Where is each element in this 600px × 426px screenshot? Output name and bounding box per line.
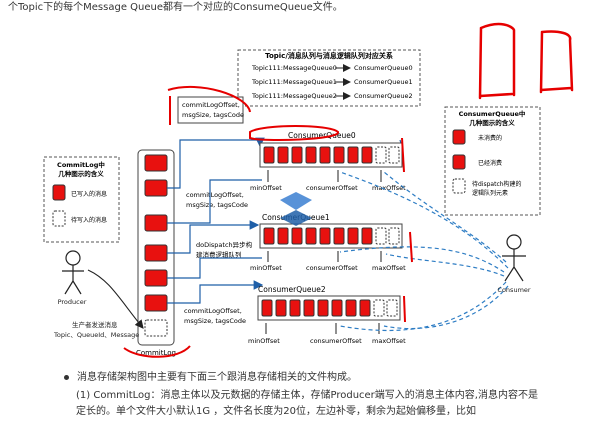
legend-title: 几种图示的含义 bbox=[58, 169, 104, 178]
commitlog-label: CommitLog bbox=[136, 349, 176, 357]
consumer-label: Consumer bbox=[497, 286, 530, 294]
commitlog-legend: CommitLog中 几种图示的含义 已写入的消息 待写入的消息 bbox=[43, 156, 120, 243]
bullet-dot bbox=[64, 374, 69, 380]
queue-title: ConsumerQueue2 bbox=[258, 285, 326, 294]
mapping-box-title: Topic/消息队列与消息逻辑队列对应关系 bbox=[265, 51, 393, 60]
offset-entry-label-3: commitLogOffset, msgSize, tagsCode bbox=[184, 307, 246, 325]
svg-text:doDispatch异步构: doDispatch异步构 bbox=[196, 240, 253, 249]
storage-architecture-diagram: Topic/消息队列与消息逻辑队列对应关系 Topic111:MessageQu… bbox=[43, 22, 574, 358]
consumequeue-0: ConsumerQueue0 minOffset consumerOffset … bbox=[249, 125, 406, 192]
consumer-offset-label: consumerOffset bbox=[310, 337, 362, 345]
producer-send-arrow: 生产者发送消息 Topic、QueueId、Message bbox=[53, 269, 144, 339]
legend-pending-label: 逻辑队列元素 bbox=[472, 189, 508, 197]
doc-paragraph: (1) CommitLog：消息主体以及元数据的存储主体，存储Producer端… bbox=[76, 390, 538, 401]
consumer-pull-curves bbox=[339, 171, 509, 332]
commitlog-column: CommitLog bbox=[123, 149, 191, 358]
svg-text:生产者发送消息: 生产者发送消息 bbox=[72, 320, 118, 329]
svg-text:msgSize, tagsCode: msgSize, tagsCode bbox=[186, 201, 248, 209]
legend-pending-label: 待dispatch构建的 bbox=[472, 180, 522, 188]
legend-written-label: 已写入的消息 bbox=[71, 190, 107, 198]
consumer-offset-label: consumerOffset bbox=[306, 184, 358, 192]
consumer-figure: Consumer bbox=[497, 234, 531, 294]
producer-figure: Producer bbox=[58, 250, 87, 306]
svg-text:commitLogOffset,: commitLogOffset, bbox=[184, 307, 242, 315]
svg-text:commitLogOffset,: commitLogOffset, bbox=[186, 191, 244, 199]
mapping-row-right: ConsumerQueue1 bbox=[354, 78, 413, 86]
handwritten-marks bbox=[401, 137, 413, 323]
max-offset-label: maxOffset bbox=[372, 337, 406, 345]
producer-label: Producer bbox=[58, 298, 87, 306]
doc-bullet: 消息存储架构图中主要有下面三个跟消息存储相关的文件构成。 bbox=[64, 368, 357, 383]
consumequeue-legend: ConsumerQueue中 几种图示的含义 未消费的 已经消费 待dispat… bbox=[444, 106, 541, 216]
svg-text:msgSize, tagsCode: msgSize, tagsCode bbox=[184, 317, 246, 325]
consumequeue-2: ConsumerQueue2 minOffset consumerOffset … bbox=[248, 285, 406, 345]
svg-text:建消费逻辑队列: 建消费逻辑队列 bbox=[196, 250, 242, 259]
consumer-offset-label: consumerOffset bbox=[306, 264, 358, 272]
max-offset-label: maxOffset bbox=[372, 184, 406, 192]
legend-title: CommitLog中 bbox=[57, 160, 105, 169]
topic-queue-mapping-box: Topic/消息队列与消息逻辑队列对应关系 Topic111:MessageQu… bbox=[237, 49, 421, 107]
consumequeue-1: ConsumerQueue1 minOffset consumerOffset … bbox=[250, 213, 406, 272]
mapping-row-left: Topic111:MessageQueue1 bbox=[251, 78, 337, 86]
legend-consumed-label: 已经消费 bbox=[478, 159, 502, 167]
mapping-row-left: Topic111:MessageQueue0 bbox=[251, 64, 337, 72]
offset-entry-label-1: commitLogOffset, msgSize, tagsCode bbox=[167, 85, 251, 125]
mapping-row-left: Topic111:MessageQueue2 bbox=[251, 92, 337, 100]
mapping-row-right: ConsumerQueue2 bbox=[354, 92, 413, 100]
max-offset-label: maxOffset bbox=[372, 264, 406, 272]
legend-unconsumed-label: 未消费的 bbox=[478, 134, 502, 142]
legend-title: 几种图示的含义 bbox=[469, 118, 515, 127]
queue-title: ConsumerQueue0 bbox=[288, 131, 356, 140]
legend-pending-label: 待写入的消息 bbox=[71, 216, 107, 224]
svg-text:Topic、QueueId、Message: Topic、QueueId、Message bbox=[53, 331, 139, 339]
intro-text: 个Topic下的每个Message Queue都有一个对应的ConsumeQue… bbox=[8, 2, 343, 13]
svg-text:commitLogOffset,: commitLogOffset, bbox=[182, 101, 240, 109]
watermark-logo bbox=[280, 192, 312, 226]
min-offset-label: minOffset bbox=[250, 264, 282, 272]
doc-bullet-text: 消息存储架构图中主要有下面三个跟消息存储相关的文件构成。 bbox=[77, 372, 357, 383]
dispatch-label: doDispatch异步构 建消费逻辑队列 bbox=[196, 240, 253, 259]
offset-entry-label-2: commitLogOffset, msgSize, tagsCode bbox=[186, 191, 248, 209]
legend-title: ConsumerQueue中 bbox=[459, 109, 526, 118]
min-offset-label: minOffset bbox=[250, 184, 282, 192]
svg-text:msgSize, tagsCode: msgSize, tagsCode bbox=[182, 111, 244, 119]
doc-paragraph-continued: 定长的。单个文件大小默认1G ，文件名长度为20位，左边补零，剩余为起始偏移量，… bbox=[76, 406, 477, 417]
min-offset-label: minOffset bbox=[248, 337, 280, 345]
handwritten-annotation bbox=[478, 22, 574, 100]
mapping-row-right: ConsumerQueue0 bbox=[354, 64, 413, 72]
